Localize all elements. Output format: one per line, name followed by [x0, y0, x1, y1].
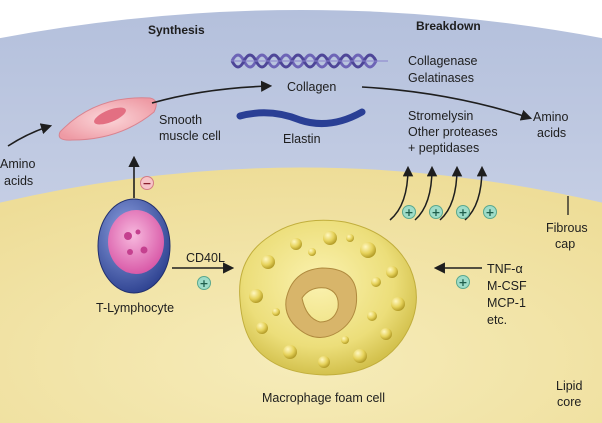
fibrous-cap-label-line2: cap: [555, 237, 575, 251]
lipid-core-label-line1: Lipid: [556, 379, 582, 393]
amino-to-smc-arrow: [7, 123, 53, 147]
plus-sign: +: [458, 206, 467, 219]
plus-sign: +: [404, 206, 413, 219]
protease-release-arrows: [389, 165, 488, 221]
fibrous-cap-label-line1: Fibrous: [546, 221, 588, 235]
plus-badge: [456, 275, 470, 289]
amino-acids-right-line1: Amino: [533, 110, 568, 124]
mcp-1-label: MCP-1: [487, 296, 526, 310]
plus-badge: [429, 205, 443, 219]
gelatinases-label: Gelatinases: [408, 71, 474, 85]
minus-badge: [140, 176, 154, 190]
smc-nucleus: [94, 107, 126, 125]
smooth-muscle-cell: [58, 97, 157, 141]
amino-acids-left-line1: Amino: [0, 157, 35, 171]
smooth-muscle-label-line2: muscle cell: [159, 129, 221, 143]
tnf-alpha-label: TNF-α: [487, 262, 523, 276]
lipid-core-label-line2: core: [557, 395, 581, 409]
plus-sign: +: [458, 276, 467, 289]
smc-to-collagen-arrow: [151, 80, 273, 104]
elastin-label: Elastin: [283, 132, 321, 146]
t-lymphocyte-label: T-Lymphocyte: [96, 301, 174, 315]
plus-badge: [197, 276, 211, 290]
macrophage-label: Macrophage foam cell: [262, 391, 385, 405]
minus-sign: −: [142, 177, 151, 190]
macrophage-nucleus: [285, 267, 358, 338]
cd40l-label: CD40L: [186, 251, 225, 265]
other-proteases-label: Other proteases: [408, 125, 498, 139]
plus-sign: +: [431, 206, 440, 219]
collagen-fiber: [230, 53, 388, 69]
peptidases-label: + peptidases: [408, 141, 479, 155]
lipid-vacuoles: [249, 231, 405, 368]
etc-label: etc.: [487, 313, 507, 327]
amino-acids-right-line2: acids: [537, 126, 566, 140]
synthesis-header: Synthesis: [148, 23, 205, 37]
smooth-muscle-label-line1: Smooth: [159, 113, 202, 127]
plus-badge: [483, 205, 497, 219]
plus-badge: [456, 205, 470, 219]
plus-badge: [402, 205, 416, 219]
breakdown-header: Breakdown: [416, 19, 481, 33]
m-csf-label: M-CSF: [487, 279, 527, 293]
stromelysin-label: Stromelysin: [408, 109, 473, 123]
plus-sign: +: [485, 206, 494, 219]
protease-plus-badges: + + + +: [402, 205, 497, 219]
macrophage-foam-cell: [239, 219, 417, 376]
collagen-label: Collagen: [287, 80, 336, 94]
collagenase-label: Collagenase: [408, 54, 478, 68]
amino-acids-left-line2: acids: [4, 174, 33, 188]
plus-sign: +: [199, 277, 208, 290]
t-lymphocyte-cell: [97, 198, 171, 294]
elastin-fiber: [236, 108, 366, 128]
collagen-to-amino-arrow: [361, 86, 533, 121]
t-lymphocyte-nucleus: [108, 210, 164, 274]
